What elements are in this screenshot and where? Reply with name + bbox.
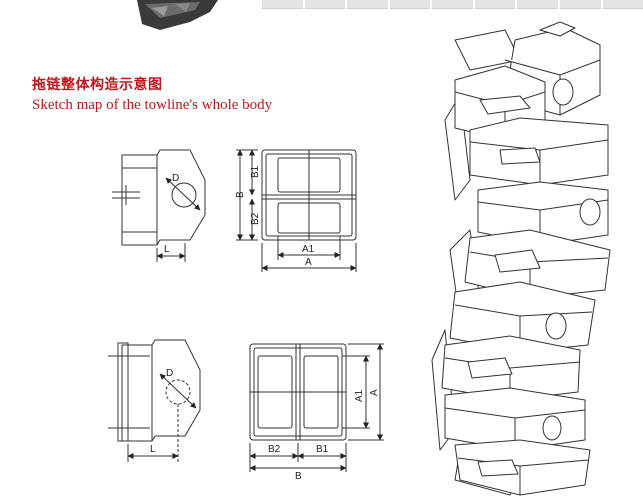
nav-segment[interactable]	[474, 0, 516, 9]
dimension-a: A	[305, 257, 312, 268]
front-view-top	[236, 149, 357, 272]
side-view-top	[112, 149, 206, 262]
dimension-d: D	[172, 173, 179, 184]
dimension-l: L	[164, 244, 170, 255]
dimension-a1-bottom: A1	[354, 389, 365, 402]
front-view-bottom	[249, 343, 384, 472]
side-view-bottom	[108, 339, 201, 462]
nav-segment[interactable]	[262, 0, 303, 9]
nav-segment[interactable]	[304, 0, 346, 9]
chain-assembly-illustration	[431, 21, 611, 496]
dimension-b1-bottom: B1	[316, 444, 329, 455]
dimension-b-bottom: B	[295, 471, 302, 482]
nav-segment[interactable]	[389, 0, 431, 9]
title-chinese: 拖链整体构造示意图	[32, 77, 163, 93]
dimension-a-bottom: A	[369, 389, 380, 396]
dimension-a1: A1	[302, 244, 315, 255]
dimension-d-bottom: D	[166, 368, 173, 379]
nav-segment[interactable]	[602, 0, 643, 9]
diagram-header: 拖链整体构造示意图 Sketch map of the towline's wh…	[32, 76, 272, 115]
nav-segment[interactable]	[432, 0, 473, 9]
dimension-l-bottom: L	[150, 444, 156, 455]
dimension-b2: B2	[250, 212, 261, 225]
product-photo-fragment	[137, 0, 218, 30]
nav-segment[interactable]	[347, 0, 388, 9]
title-english: Sketch map of the towline's whole body	[32, 97, 273, 113]
top-navigation-strip	[262, 0, 643, 9]
nav-segment[interactable]	[559, 0, 601, 9]
dimension-b: B	[235, 191, 246, 198]
dimension-b2-bottom: B2	[268, 444, 281, 455]
nav-segment[interactable]	[517, 0, 558, 9]
dimension-b1: B1	[250, 165, 261, 178]
